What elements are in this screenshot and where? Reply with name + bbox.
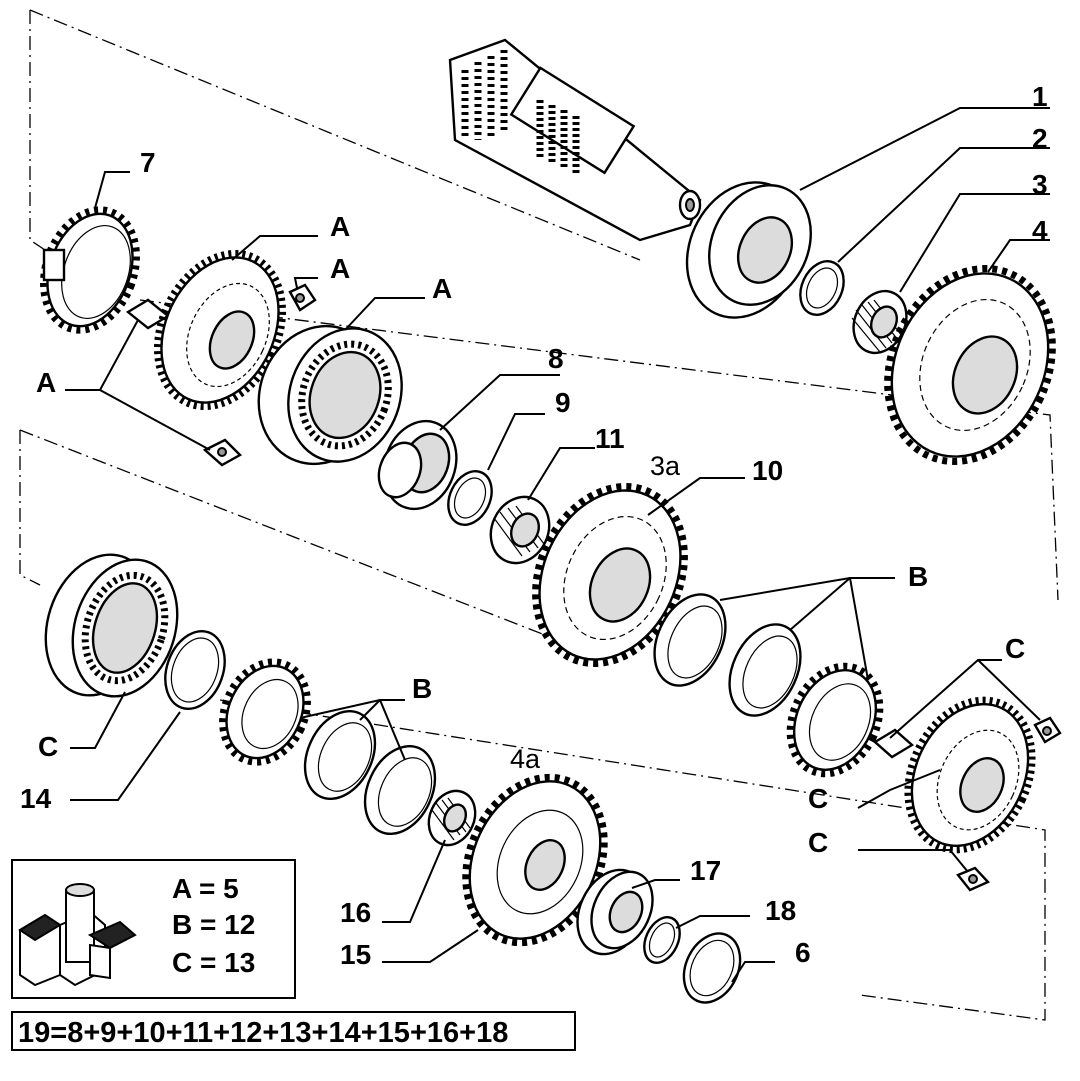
snap-ring-part-9 xyxy=(447,470,493,526)
bearing-part-17 xyxy=(576,868,654,956)
label-part-4: 4 xyxy=(1032,215,1048,246)
shim-part-6 xyxy=(682,932,742,1004)
sliding-sleeve-c xyxy=(44,553,179,698)
synchro-ring-b-3 xyxy=(786,662,884,778)
synchro-ring-b-2 xyxy=(728,623,802,717)
label-c-2: C xyxy=(808,783,828,814)
label-a-1: A xyxy=(330,211,350,242)
label-c-3: C xyxy=(808,827,828,858)
legend-line-c: C = 13 xyxy=(172,947,255,978)
label-part-18: 18 xyxy=(765,895,796,926)
label-a-2: A xyxy=(330,253,350,284)
kit-legend: A = 5 B = 12 C = 13 xyxy=(11,859,296,999)
detent-pad-c-upper xyxy=(1033,716,1062,744)
gear-part-10 xyxy=(532,483,688,667)
label-b-2: B xyxy=(412,673,432,704)
legend-line-b: B = 12 xyxy=(172,909,255,940)
needle-bearing-part-11 xyxy=(489,495,551,565)
detent-pad-c-lower xyxy=(956,866,991,892)
gear-part-4 xyxy=(884,265,1056,465)
formula-text: 19=8+9+10+11+12+13+14+15+16+18 xyxy=(18,1017,508,1049)
label-a-4: A xyxy=(36,367,56,398)
snap-ring-part-2 xyxy=(799,260,845,316)
kit-formula: 19=8+9+10+11+12+13+14+15+16+18 xyxy=(11,1011,576,1051)
label-part-17: 17 xyxy=(690,855,721,886)
detent-pad-upper xyxy=(288,283,317,312)
label-part-1: 1 xyxy=(1032,81,1048,112)
label-part-9: 9 xyxy=(555,387,571,418)
label-part-10: 10 xyxy=(752,455,783,486)
label-part-3: 3 xyxy=(1032,169,1048,200)
synchro-ring-b-4 xyxy=(219,658,311,766)
detent-pad-lower xyxy=(202,438,242,467)
key-piece-c xyxy=(872,728,915,759)
label-c-4: C xyxy=(38,731,58,762)
label-part-16: 16 xyxy=(340,897,371,928)
label-a-3: A xyxy=(432,273,452,304)
label-part-4a: 4a xyxy=(510,744,541,774)
shim-ring-part-14 xyxy=(164,630,226,710)
kit-parts-icon xyxy=(18,883,137,987)
snap-ring-part-18 xyxy=(643,916,681,964)
bush-part-8 xyxy=(377,419,458,511)
label-b-1: B xyxy=(908,561,928,592)
main-shaft xyxy=(448,38,702,242)
bearing-part-1 xyxy=(685,181,812,319)
label-part-7: 7 xyxy=(140,147,156,178)
sliding-sleeve-upper xyxy=(257,324,403,466)
synchro-ring-b-5 xyxy=(303,709,377,801)
label-part-11: 11 xyxy=(595,423,625,454)
label-part-8: 8 xyxy=(548,343,564,374)
synchro-ring-part-7 xyxy=(40,206,140,334)
legend-line-a: A = 5 xyxy=(172,873,239,904)
synchro-hub-c xyxy=(904,696,1036,854)
label-part-3a: 3a xyxy=(650,451,681,481)
label-part-6: 6 xyxy=(795,937,811,968)
needle-bearing-part-3 xyxy=(851,289,908,355)
assembly-outline-upper xyxy=(29,9,1059,601)
label-part-2: 2 xyxy=(1032,123,1048,154)
synchro-ring-b-1 xyxy=(653,593,727,687)
synchro-ring-b-6 xyxy=(363,744,437,836)
label-part-14: 14 xyxy=(20,783,52,814)
label-c-1: C xyxy=(1005,633,1025,664)
assembly-outline-lower xyxy=(19,429,1046,1021)
leader-lines xyxy=(65,107,1050,983)
label-part-15: 15 xyxy=(340,939,371,970)
needle-bearing-part-16 xyxy=(427,789,477,847)
